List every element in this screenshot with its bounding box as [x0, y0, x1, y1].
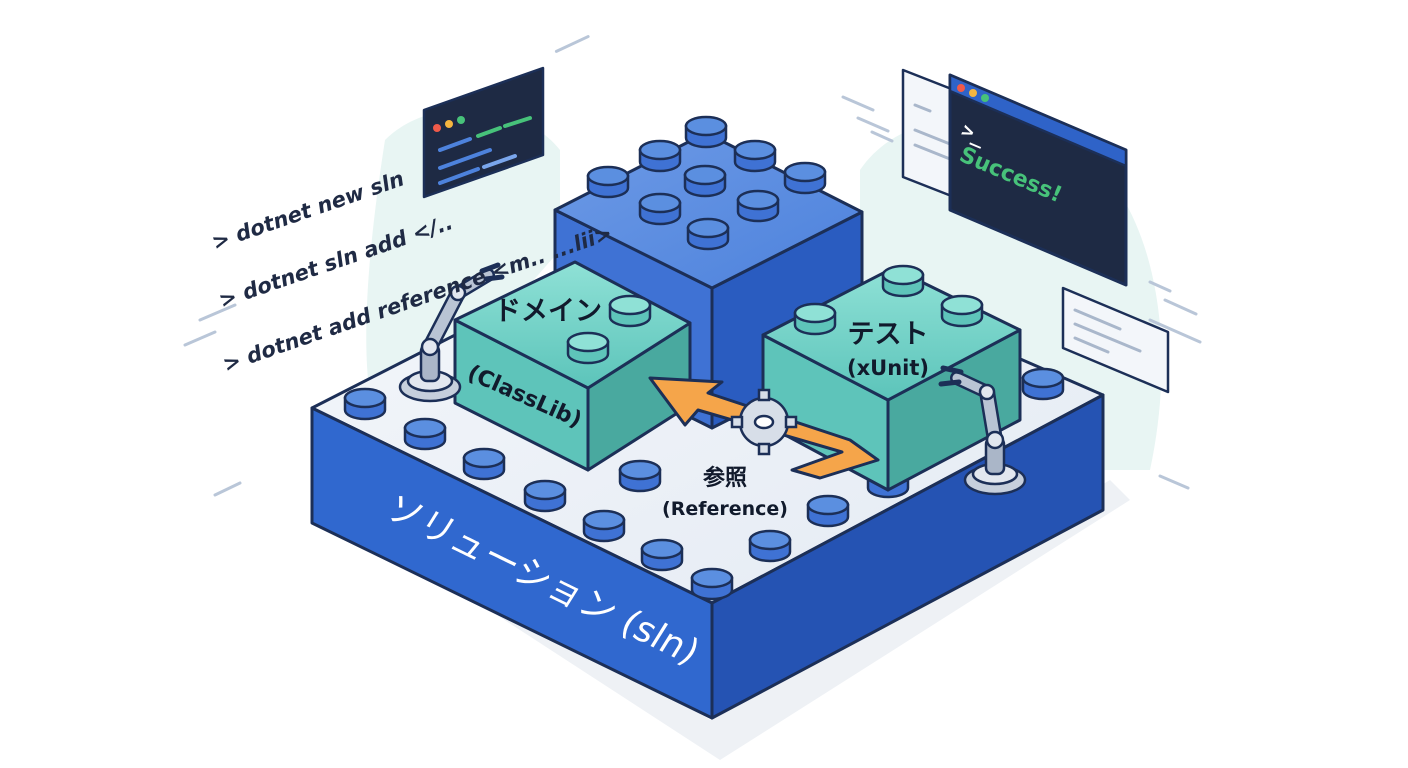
base-stud	[343, 387, 387, 421]
base-stud	[403, 417, 447, 451]
blue-block-stud	[736, 189, 780, 223]
blue-block-stud	[638, 192, 682, 226]
blue-block-studs	[586, 115, 827, 251]
domain-block-stud	[608, 294, 652, 328]
domain-block-top	[453, 260, 692, 390]
base-stud	[806, 494, 850, 528]
blue-block-stud	[783, 161, 827, 195]
robot-arm-icon	[398, 262, 505, 403]
test-block-stud	[793, 302, 837, 336]
speed-lines-right	[841, 95, 1202, 490]
small-doc-window-icon	[1061, 286, 1170, 394]
test-block-stud	[881, 264, 925, 298]
gear-icon	[730, 388, 798, 456]
blue-block-stud	[586, 165, 630, 199]
reference-title: 参照	[703, 465, 747, 491]
robot-arm-icon	[938, 365, 1027, 496]
blue-block-stud	[638, 139, 682, 173]
base-studs	[343, 367, 1065, 601]
terminal-icon: >_ Success!	[948, 73, 1128, 287]
blue-block-stud	[683, 164, 727, 198]
blue-block-stud	[684, 115, 728, 149]
base-stud	[690, 567, 734, 601]
test-block-stud	[940, 294, 984, 328]
speed-lines-left	[183, 35, 590, 497]
code-window-icon	[422, 66, 545, 199]
domain-block-studs	[566, 294, 652, 365]
base-stud	[748, 529, 792, 563]
domain-title: ドメイン	[494, 296, 602, 327]
blue-block-stud	[733, 139, 777, 173]
base-stud	[640, 538, 684, 572]
test-block-studs	[793, 264, 984, 336]
base-stud	[523, 479, 567, 513]
base-stud	[582, 509, 626, 543]
reference-subtitle: (Reference)	[662, 498, 788, 520]
domain-block	[453, 260, 692, 472]
test-title: テスト	[848, 319, 929, 350]
base-stud	[462, 447, 506, 481]
base-stud	[1021, 367, 1065, 401]
domain-block-stud	[566, 331, 610, 365]
base-stud	[618, 459, 662, 493]
test-subtitle: (xUnit)	[847, 356, 929, 380]
blue-block-stud	[686, 217, 730, 251]
